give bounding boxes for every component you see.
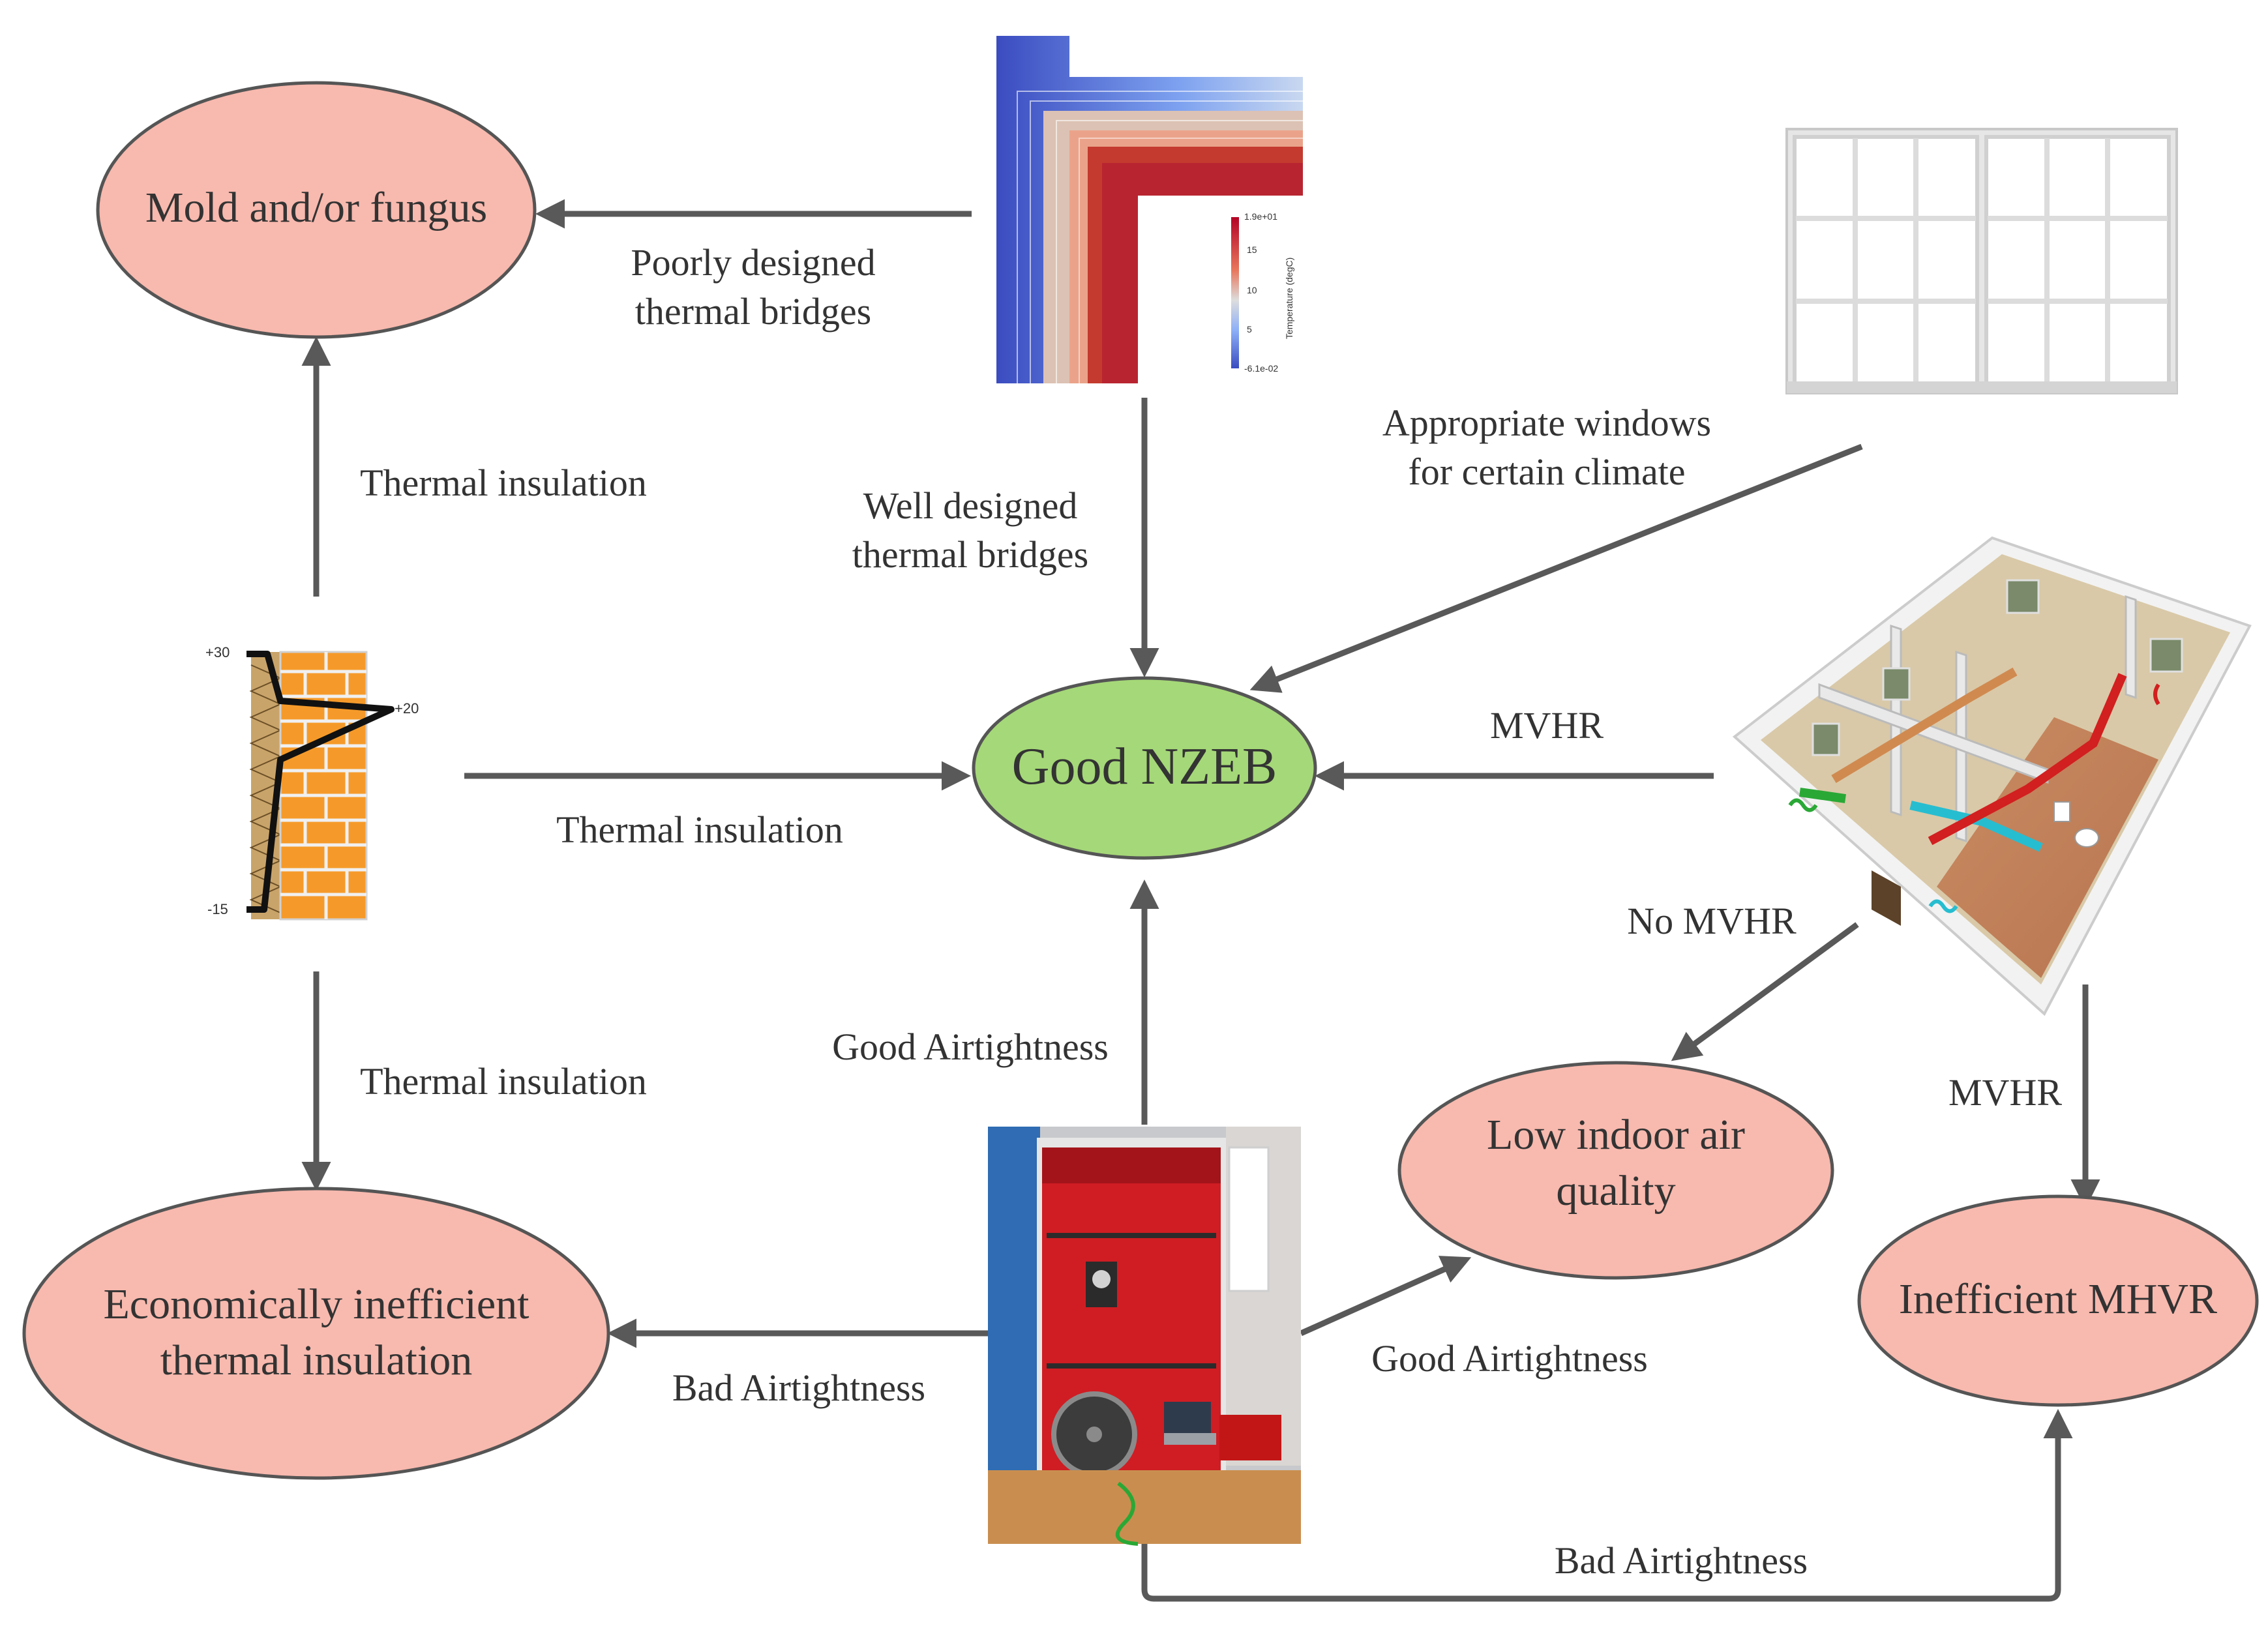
label-poor-bridges-1: Poorly designed [631, 241, 875, 284]
arrow-house-to-low-iaq [1671, 922, 1859, 1061]
label-mvhr-left: MVHR [1490, 704, 1604, 747]
arrows [301, 199, 2100, 1602]
insulated-brick-wall-icon: +30 +20 -15 [205, 644, 419, 921]
temperature-legend: 1.9e+01 15 10 5 -6.1e-02 Temperature (de… [1231, 211, 1294, 374]
label-windows-2: for certain climate [1408, 451, 1685, 493]
edge-labels: Poorly designed thermal bridges Well des… [360, 241, 2062, 1582]
legend-10: 10 [1247, 285, 1257, 295]
legend-min: -6.1e-02 [1244, 363, 1278, 374]
wall-label-bottom: -15 [207, 901, 228, 917]
blower-door-test-icon [988, 1127, 1301, 1546]
label-bad-airtightness-bottom: Bad Airtightness [1555, 1539, 1808, 1582]
arrow-blower-to-low-iaq [1300, 1256, 1472, 1337]
econ-label-line1: Economically inefficient [103, 1280, 529, 1328]
node-low-iaq: Low indoor air quality [1397, 1061, 1834, 1280]
wall-label-top: +30 [205, 644, 230, 660]
label-no-mvhr: No MVHR [1627, 900, 1797, 942]
label-well-bridges-2: thermal bridges [852, 533, 1088, 576]
label-bad-airtightness-left: Bad Airtightness [672, 1367, 925, 1409]
low-iaq-label-line1: Low indoor air [1487, 1111, 1745, 1159]
good-nzeb-label: Good NZEB [1012, 738, 1277, 795]
window-icon [1785, 128, 2178, 394]
legend-5: 5 [1247, 324, 1252, 334]
legend-15: 15 [1247, 244, 1257, 255]
label-thermal-insulation-up: Thermal insulation [360, 462, 647, 504]
low-iaq-label-line2: quality [1556, 1167, 1675, 1215]
label-windows-1: Appropriate windows [1382, 402, 1711, 444]
mold-label: Mold and/or fungus [145, 184, 487, 231]
label-good-airtightness-up: Good Airtightness [832, 1026, 1109, 1068]
label-well-bridges-1: Well designed [863, 484, 1078, 527]
thermal-bridge-simulation-icon: 1.9e+01 15 10 5 -6.1e-02 Temperature (de… [996, 36, 1303, 383]
mvhr-house-icon [1732, 536, 2252, 1016]
wall-label-mid: +20 [395, 700, 419, 717]
node-ineff-mhvr: Inefficient MHVR [1857, 1194, 2259, 1407]
node-mold: Mold and/or fungus [96, 81, 537, 339]
legend-title: Temperature (degC) [1284, 258, 1294, 339]
legend-max: 1.9e+01 [1244, 211, 1277, 222]
arrow-window-to-nzeb [1249, 443, 1863, 693]
label-thermal-insulation-right: Thermal insulation [556, 808, 843, 851]
arrow-blower-to-ineff-mhvr [1141, 1409, 2073, 1602]
ineff-mhvr-label: Inefficient MHVR [1899, 1275, 2217, 1323]
node-good-nzeb: Good NZEB [972, 676, 1317, 860]
label-thermal-insulation-down: Thermal insulation [360, 1060, 647, 1103]
label-mvhr-down: MVHR [1948, 1071, 2062, 1114]
label-good-airtightness-right: Good Airtightness [1371, 1337, 1648, 1380]
econ-label-line2: thermal insulation [160, 1337, 472, 1384]
node-econ-inefficient: Economically inefficient thermal insulat… [22, 1187, 610, 1480]
label-poor-bridges-2: thermal bridges [635, 290, 871, 333]
